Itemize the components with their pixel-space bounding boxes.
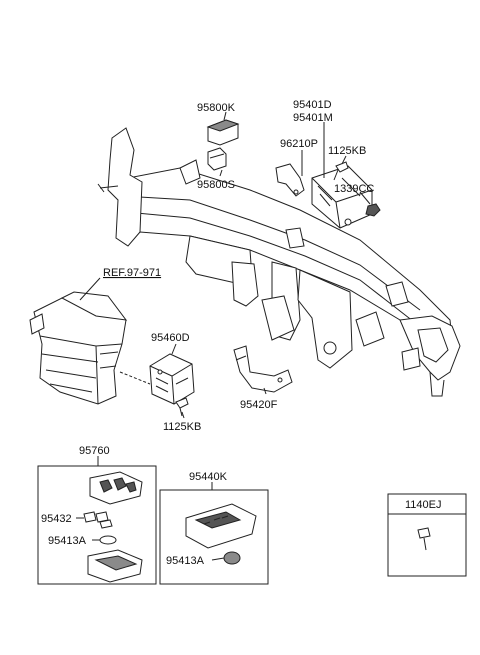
- leader-95420F: [263, 387, 267, 395]
- leader-1125KB-bottom: [181, 411, 185, 419]
- battery-95413A-right: [223, 551, 241, 565]
- battery-95413A-left: [99, 535, 117, 545]
- label-95800S: 95800S: [197, 179, 235, 191]
- label-95420F: 95420F: [240, 399, 278, 411]
- part-95460D-module: [149, 353, 195, 405]
- cowl-cross-bar: [97, 127, 461, 397]
- part-95432-buttons: [83, 511, 113, 529]
- label-1339CC: 1339CC: [334, 183, 374, 195]
- leader-95413A-right: [211, 557, 225, 561]
- part-95800K: [206, 119, 240, 146]
- screw-1140EJ: [417, 527, 431, 551]
- part-95420F-bracket: [233, 345, 293, 393]
- label-95413A-left: 95413A: [48, 535, 87, 547]
- label-95401D: 95401D: [293, 99, 332, 111]
- leader-ref: [79, 277, 101, 301]
- label-1125KB-top: 1125KB: [328, 145, 366, 157]
- part-96210P-bracket: [275, 163, 305, 197]
- leader-95460D: [171, 343, 177, 355]
- label-95460D: 95460D: [151, 332, 190, 344]
- label-1140EJ: 1140EJ: [405, 499, 442, 511]
- smart-key-fob: [185, 503, 257, 549]
- label-95413A-right: 95413A: [166, 555, 205, 567]
- label-95401M: 95401M: [293, 112, 333, 124]
- remote-bottom-shell: [87, 549, 143, 583]
- label-95800K: 95800K: [197, 102, 236, 114]
- label-95432: 95432: [41, 513, 72, 525]
- leader-95800S: [219, 169, 223, 177]
- box-95760: [37, 465, 157, 585]
- label-96210P: 96210P: [280, 138, 318, 150]
- leader-1125KB-top: [341, 155, 347, 165]
- bolt-1125KB-bottom: [175, 397, 189, 417]
- leader-95800K: [223, 111, 227, 121]
- part-95800S: [207, 147, 227, 171]
- box-1140EJ: [387, 493, 467, 577]
- part-95401D-module: [311, 165, 373, 229]
- label-ref: REF.97-971: [103, 267, 161, 279]
- leader-1339CC: [359, 191, 371, 205]
- box-95440K: [159, 489, 269, 585]
- label-95440K: 95440K: [189, 471, 228, 483]
- label-95760: 95760: [79, 445, 110, 457]
- label-1125KB-bottom: 1125KB: [163, 421, 201, 433]
- ref-dash-line: [119, 371, 151, 385]
- nut-1339CC: [365, 203, 381, 217]
- ref-97-971-hvac-unit: [29, 291, 128, 405]
- remote-top-shell: [89, 471, 143, 505]
